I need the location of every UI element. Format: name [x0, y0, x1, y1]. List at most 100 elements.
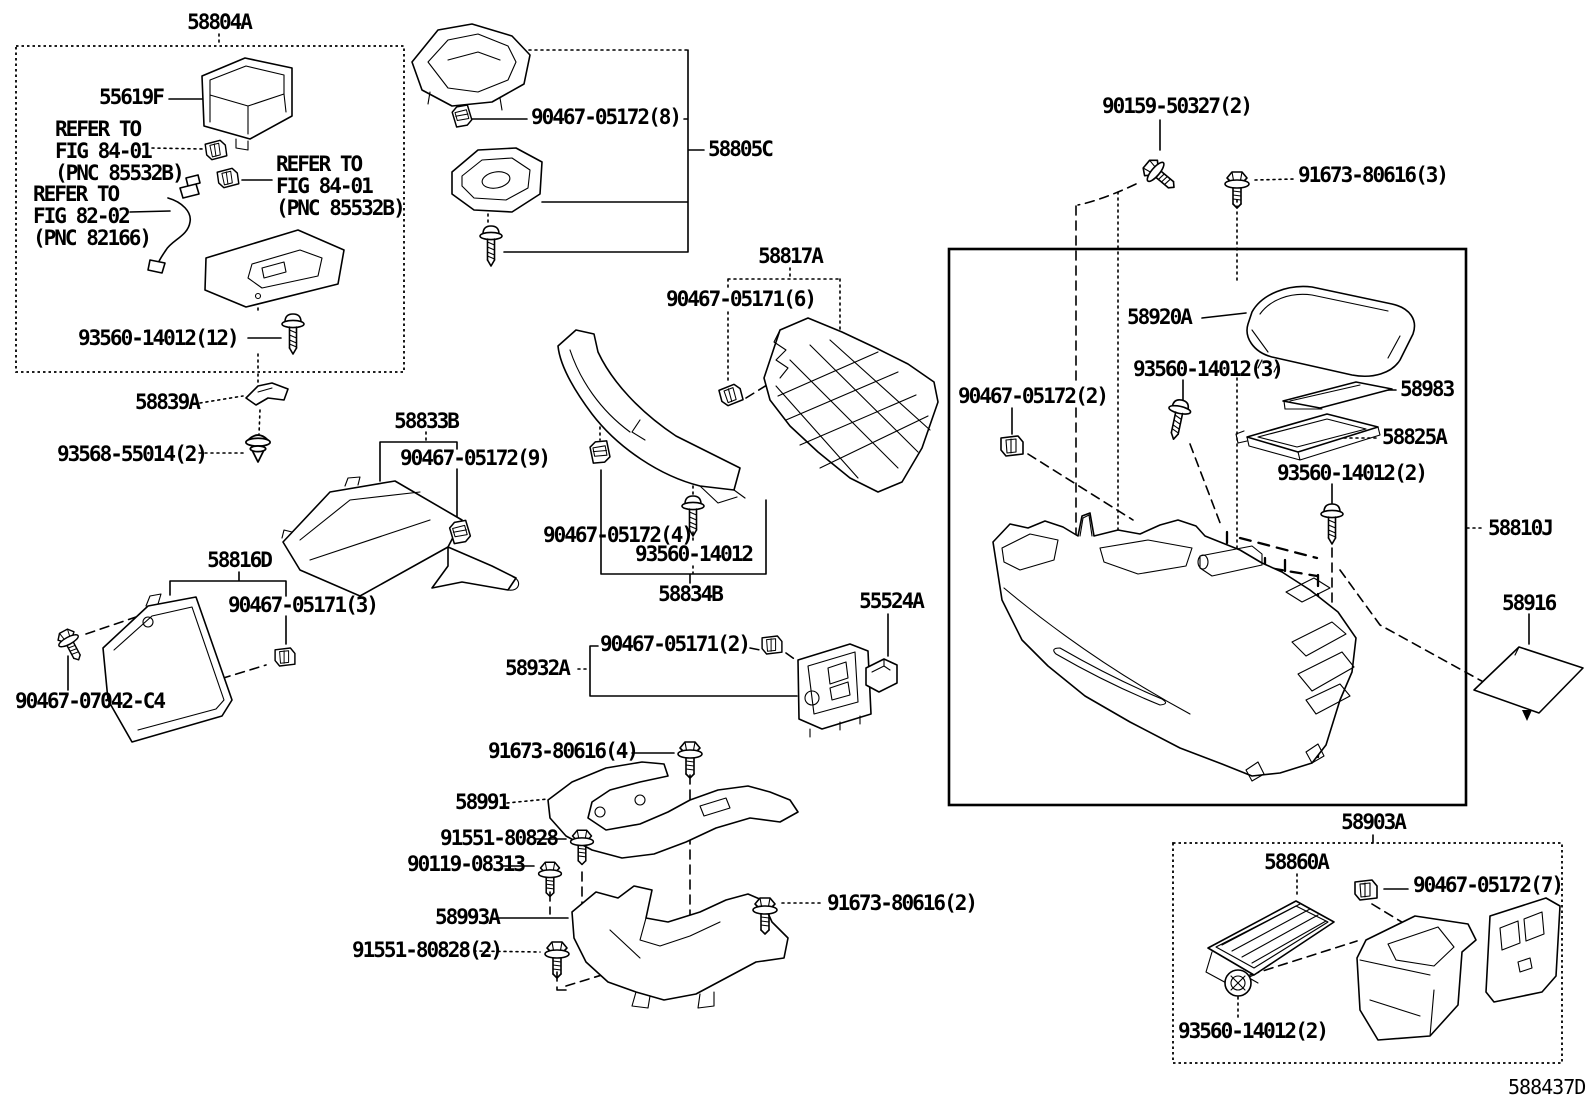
part-58805C-upper-tray — [411, 23, 531, 111]
part-55524A-connector — [865, 658, 898, 693]
label-90467-05172-2: 90467-05172(2) — [958, 384, 1107, 408]
part-93568-grommet — [245, 434, 271, 463]
part-rear-trim-plate — [1485, 897, 1561, 1003]
part-clip-90467-05172-4 — [588, 440, 612, 464]
part-58839A-clip — [245, 382, 289, 406]
label-93560-2b: 93560-14012(2) — [1178, 1019, 1327, 1043]
label-93568: 93568-55014(2) — [57, 442, 206, 466]
label-ref84b-1: REFER TO — [276, 152, 363, 176]
leaders-box-a — [129, 33, 282, 454]
part-screw-58805C — [479, 225, 503, 267]
label-55524A: 55524A — [859, 589, 925, 613]
label-58860A: 58860A — [1264, 850, 1330, 874]
label-ref82-1: REFER TO — [33, 182, 120, 206]
label-58839A: 58839A — [135, 390, 201, 414]
part-clip-90467-05171-3 — [274, 647, 296, 667]
part-58920A-armrest — [1246, 285, 1416, 377]
label-93560-2a: 93560-14012(2) — [1277, 461, 1426, 485]
labels-layer: 58804A 55619F REFER TO FIG 84-01 (PNC 85… — [15, 10, 1586, 1099]
label-91551-2: 91551-80828(2) — [352, 938, 501, 962]
part-58983-pad — [1282, 381, 1393, 410]
part-55619F-tray — [201, 57, 293, 151]
label-58804A: 58804A — [187, 10, 253, 34]
label-93560-12: 93560-14012(12) — [78, 326, 238, 350]
leaders-58932A — [577, 613, 889, 697]
part-clip-90467-05172-8 — [450, 103, 474, 129]
label-58903A: 58903A — [1341, 810, 1407, 834]
part-screw-93560-2a — [1320, 503, 1344, 545]
part-clip-85532B-1 — [204, 138, 228, 162]
label-ref82-3: (PNC 82166) — [33, 226, 150, 250]
part-58932A-switch-panel — [797, 643, 872, 738]
label-93560-14012: 93560-14012 — [635, 542, 752, 566]
label-ref84a-2: FIG 84-01 — [55, 139, 152, 163]
part-bolt-90159 — [1137, 154, 1183, 198]
part-screw-93560-12 — [281, 313, 305, 355]
part-58993A-bracket — [571, 885, 789, 1009]
diagram-code: 588437D — [1508, 1075, 1585, 1099]
part-58833B-lid — [281, 476, 520, 597]
label-58833B: 58833B — [394, 409, 459, 433]
label-55619F: 55619F — [99, 85, 164, 109]
label-ref84a-3: (PNC 85532B) — [55, 161, 183, 185]
label-90467-05171-6: 90467-05171(6) — [666, 287, 815, 311]
label-58991: 58991 — [455, 790, 510, 814]
part-58805C-lower-tray — [451, 147, 543, 213]
label-90467-05171-3: 90467-05171(3) — [228, 593, 377, 617]
part-clip-85532B-2 — [216, 166, 240, 190]
group-boxes — [15, 45, 1563, 1064]
leaders-58817A — [727, 267, 841, 399]
label-ref82-2: FIG 82-02 — [33, 204, 129, 228]
label-91673-4: 91673-80616(4) — [488, 739, 637, 763]
part-clip-90467-05172-2 — [1000, 435, 1024, 457]
label-58817A: 58817A — [758, 244, 824, 268]
part-58860A-vent — [1205, 900, 1335, 986]
label-58932A: 58932A — [505, 656, 571, 680]
label-91673-3: 91673-80616(3) — [1298, 163, 1447, 187]
label-58834B: 58834B — [658, 582, 723, 606]
label-58983: 58983 — [1400, 377, 1455, 401]
label-90467-05171-2: 90467-05171(2) — [600, 632, 749, 656]
part-58804A-lid — [204, 229, 345, 308]
part-bolt-90467-07042 — [53, 625, 89, 666]
label-ref84b-3: (PNC 85532B) — [276, 196, 404, 220]
label-90467-05172-7: 90467-05172(7) — [1413, 873, 1562, 897]
label-58825A: 58825A — [1382, 425, 1448, 449]
part-58991-bracket — [547, 761, 799, 859]
label-90467-05172-9: 90467-05172(9) — [400, 446, 549, 470]
part-82166-wire — [147, 174, 201, 274]
leaders-58816D — [67, 571, 287, 691]
part-rear-console-panel — [1356, 915, 1477, 1041]
label-58810J: 58810J — [1488, 516, 1552, 540]
part-clip-90467-05171-2 — [761, 635, 783, 655]
part-93560-2b-grommet — [1224, 969, 1259, 997]
label-ref84a-1: REFER TO — [55, 117, 142, 141]
part-58834B-trim — [557, 329, 746, 504]
label-93560-3: 93560-14012(3) — [1133, 357, 1282, 381]
box-58903A — [1172, 842, 1563, 1064]
part-58816D-panel — [102, 593, 233, 743]
part-clip-90467-05172-7 — [1354, 879, 1378, 901]
part-58817A-panel — [763, 317, 939, 493]
label-90119: 90119-08313 — [407, 852, 525, 876]
label-91673-2: 91673-80616(2) — [827, 891, 976, 915]
leaders-58834B — [599, 426, 767, 584]
label-90467-05172-8: 90467-05172(8) — [531, 105, 680, 129]
part-console-body — [992, 512, 1357, 782]
box-58810J — [947, 247, 1468, 807]
label-58816D: 58816D — [207, 548, 272, 572]
label-58805C: 58805C — [708, 137, 773, 161]
label-ref84b-2: FIG 84-01 — [276, 174, 373, 198]
part-screw-93560-3 — [1161, 397, 1194, 443]
part-58916-card — [1473, 646, 1584, 714]
label-91551: 91551-80828 — [440, 826, 558, 850]
label-58916: 58916 — [1502, 591, 1557, 615]
part-58825A-tray — [1235, 413, 1381, 461]
label-58993A: 58993A — [435, 905, 501, 929]
label-90159: 90159-50327(2) — [1102, 94, 1251, 118]
label-90467-05172-4: 90467-05172(4) — [543, 523, 692, 547]
box-58804A — [15, 45, 405, 373]
label-58920A: 58920A — [1127, 305, 1193, 329]
